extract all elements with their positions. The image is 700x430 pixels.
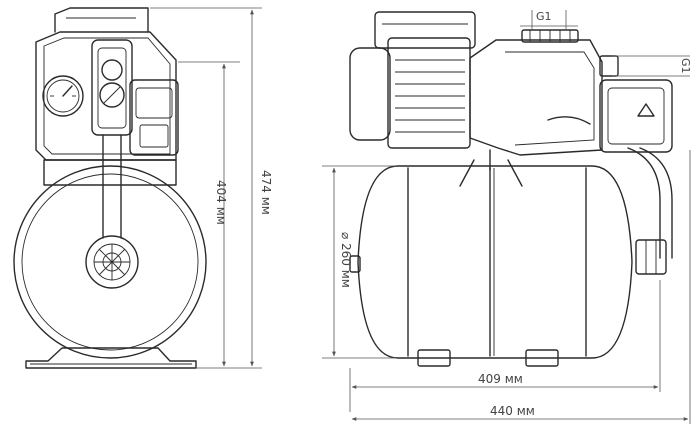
label-g1-outlet: G1 (536, 10, 552, 23)
side-cap (349, 255, 361, 273)
side-view (349, 11, 673, 367)
side-inlet (599, 55, 673, 153)
front-base (25, 347, 197, 369)
front-pump-body (35, 7, 177, 161)
side-tank (357, 165, 633, 359)
side-pump-housing (469, 29, 603, 156)
side-support (459, 149, 523, 187)
thread-inlet: G1 (612, 55, 692, 77)
label-474: 474 мм (259, 170, 273, 215)
side-feet (417, 349, 559, 367)
front-flange (85, 235, 139, 289)
dim-tank-diameter: ⌀ 260 мм (322, 165, 396, 359)
front-tank (13, 165, 207, 359)
dim-total-height: 474 мм (150, 7, 273, 369)
label-440: 440 мм (490, 404, 535, 418)
dim-tank-height: 404 мм (178, 61, 240, 367)
dim-total-length: 440 мм (351, 150, 691, 424)
label-260: ⌀ 260 мм (339, 232, 353, 288)
label-g1-inlet: G1 (679, 58, 692, 74)
thread-outlet: G1 (520, 10, 578, 30)
side-hose (627, 147, 673, 275)
dim-tank-length: 409 мм (349, 280, 661, 412)
front-hose (102, 134, 122, 239)
label-409: 409 мм (478, 372, 523, 386)
front-view (13, 7, 207, 369)
pressure-gauge (42, 75, 84, 117)
side-motor (349, 11, 476, 149)
control-box (129, 79, 179, 156)
front-saddle (43, 159, 177, 186)
pressure-switch (91, 39, 133, 136)
label-404: 404 мм (214, 180, 228, 225)
